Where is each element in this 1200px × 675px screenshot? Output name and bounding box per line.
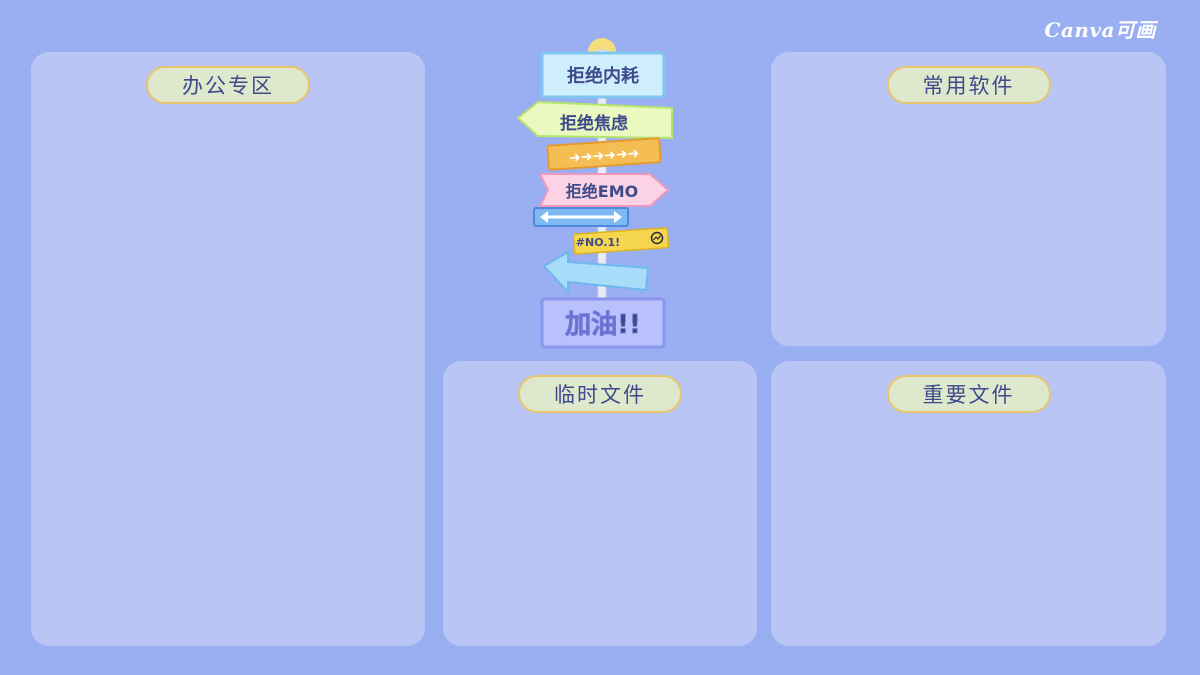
sign-arrow-left-lightblue xyxy=(542,250,650,295)
svg-text:拒绝内耗: 拒绝内耗 xyxy=(567,65,639,87)
sign-double-arrow-blue xyxy=(533,207,629,227)
svg-text:拒绝焦虑: 拒绝焦虑 xyxy=(560,113,628,134)
panel-office-zone[interactable]: 办公专区 xyxy=(31,52,425,646)
sign-arrow-strip-orange: ➜➜➜➜➜➜ xyxy=(546,137,662,171)
panel-title-office-zone: 办公专区 xyxy=(146,66,310,104)
panel-important-files[interactable]: 重要文件 xyxy=(771,361,1166,646)
canva-logo: Canva可画 xyxy=(1044,18,1156,42)
sign-no-anxiety: 拒绝焦虑 xyxy=(516,100,673,140)
svg-text:加油!!: 加油!! xyxy=(565,310,641,340)
panel-title-temporary-files: 临时文件 xyxy=(518,375,682,413)
svg-text:➜➜➜➜➜➜: ➜➜➜➜➜➜ xyxy=(568,146,639,167)
panel-temporary-files[interactable]: 临时文件 xyxy=(443,361,757,646)
svg-text:拒绝EMO: 拒绝EMO xyxy=(566,182,638,201)
panel-title-important-files: 重要文件 xyxy=(886,375,1051,413)
sign-no1: #NO.1! xyxy=(572,227,670,255)
sign-no-emo: 拒绝EMO xyxy=(538,173,670,207)
trend-up-icon xyxy=(650,231,664,245)
signpost-svg: 拒绝内耗 拒绝焦虑 ➜➜➜➜➜➜ 拒绝EMO #NO.1! xyxy=(516,38,673,349)
svg-text:#NO.1!: #NO.1! xyxy=(576,236,620,249)
sign-keep-going: 加油!! xyxy=(540,297,666,349)
panel-common-software[interactable]: 常用软件 xyxy=(771,52,1166,346)
sign-no-internal-friction: 拒绝内耗 xyxy=(540,51,666,99)
signpost-illustration: 拒绝内耗 拒绝焦虑 ➜➜➜➜➜➜ 拒绝EMO #NO.1! xyxy=(510,36,690,356)
panel-title-common-software: 常用软件 xyxy=(886,66,1051,104)
